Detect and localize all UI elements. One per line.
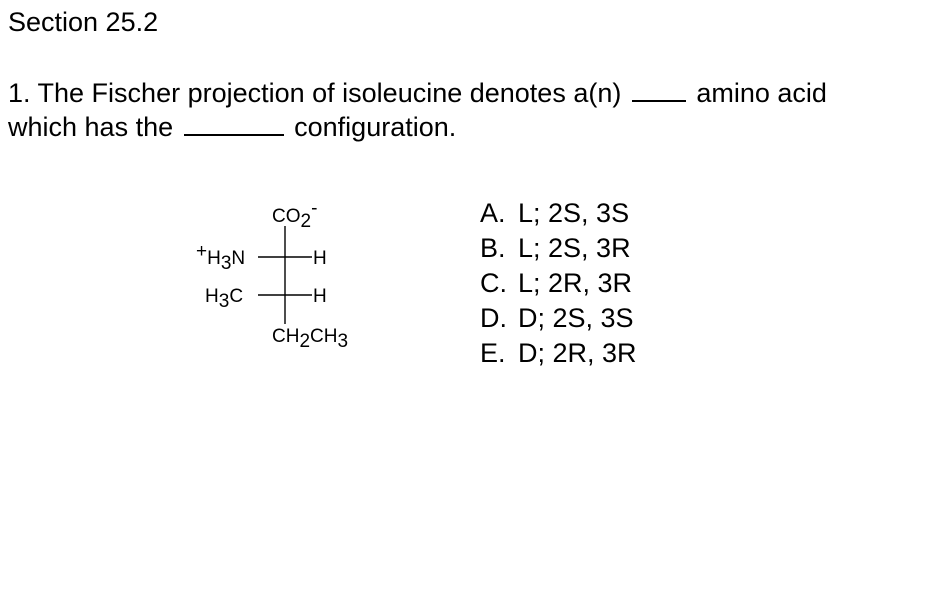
ethyl-group: CH2CH3 xyxy=(272,326,348,352)
carboxylate-group: CO2- xyxy=(272,198,317,232)
section-title: Section 25.2 xyxy=(8,7,159,37)
ammonium-group: +H3N xyxy=(196,241,245,274)
choice-letter: E. xyxy=(480,338,506,368)
methyl-group: H3C xyxy=(205,286,243,312)
choice-text: D; 2S, 3S xyxy=(518,303,634,333)
fischer-projection: CO2- +H3N H H3C H CH2CH3 xyxy=(190,196,390,356)
answer-blank-2 xyxy=(183,133,284,136)
choice-text: L; 2S, 3R xyxy=(518,233,631,263)
question-line-2-prefix: which has the xyxy=(8,112,174,142)
choice-text: L; 2S, 3S xyxy=(518,198,630,228)
choice-text: D; 2R, 3R xyxy=(518,338,637,368)
question-line-1: 1. The Fischer projection of isoleucine … xyxy=(8,76,827,110)
choice-d: D. D; 2S, 3S xyxy=(480,301,637,336)
question-text: 1. The Fischer projection of isoleucine … xyxy=(8,76,827,144)
choice-c: C. L; 2R, 3R xyxy=(480,266,637,301)
question-line-1-prefix: 1. The Fischer projection of isoleucine … xyxy=(8,78,622,108)
choice-letter: C. xyxy=(480,268,507,298)
question-line-1-suffix: amino acid xyxy=(696,78,827,108)
choice-letter: A. xyxy=(480,198,506,228)
choice-letter: D. xyxy=(480,303,507,333)
hydrogen-2: H xyxy=(313,286,327,307)
fischer-projection-drawing: CO2- +H3N H H3C H CH2CH3 xyxy=(196,198,348,352)
choice-b: B. L; 2S, 3R xyxy=(480,231,637,266)
question-line-2-suffix: configuration. xyxy=(294,112,457,142)
answer-choices: A. L; 2S, 3S B. L; 2S, 3R C. L; 2R, 3R D… xyxy=(480,196,637,371)
answer-blank-1 xyxy=(631,99,686,102)
choice-letter: B. xyxy=(480,233,506,263)
choice-text: L; 2R, 3R xyxy=(518,268,633,298)
choice-a: A. L; 2S, 3S xyxy=(480,196,637,231)
choice-e: E. D; 2R, 3R xyxy=(480,336,637,371)
hydrogen-1: H xyxy=(313,248,327,269)
question-line-2: which has the configuration. xyxy=(8,110,827,144)
